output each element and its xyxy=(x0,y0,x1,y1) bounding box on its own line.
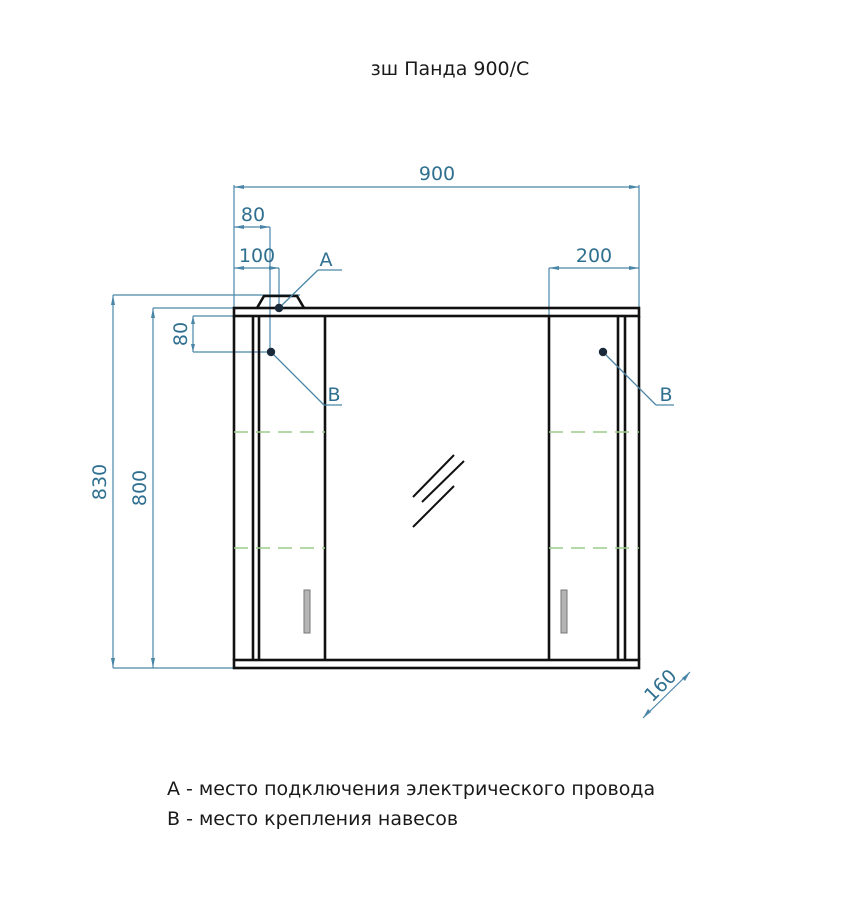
power-connector-housing xyxy=(255,294,306,309)
dim-height-800: 800 xyxy=(129,470,151,506)
dim-depth-160: 160 xyxy=(640,665,681,706)
marker-a-label: A xyxy=(320,249,333,271)
mount-point-dot-left xyxy=(266,347,276,357)
legend-item-b: B - место крепления навесов xyxy=(167,808,458,830)
marker-b-left-label: B xyxy=(327,384,340,406)
cabinet-outline xyxy=(232,294,641,670)
dim-offset-80: 80 xyxy=(241,204,265,226)
power-point-dot xyxy=(274,303,284,313)
legend-item-a: A - место подключения электрического про… xyxy=(167,778,655,800)
dim-offset-100: 100 xyxy=(239,245,275,267)
drawing-title: зш Панда 900/С xyxy=(371,58,530,80)
dim-overall-width: 900 xyxy=(419,163,455,185)
mount-point-dot-right xyxy=(598,347,608,357)
dim-height-830: 830 xyxy=(89,464,111,500)
left-door-handle xyxy=(303,589,311,634)
marker-b-right: B xyxy=(598,347,674,406)
right-door-handle xyxy=(560,589,568,634)
dim-right-200: 200 xyxy=(576,245,612,267)
marker-b-right-label: B xyxy=(659,384,672,406)
marker-b-left: B xyxy=(266,347,342,406)
marker-a: A xyxy=(274,249,342,313)
shelves-hidden xyxy=(234,431,639,549)
dim-vertical-80: 80 xyxy=(170,322,192,346)
legend: A - место подключения электрического про… xyxy=(167,778,655,830)
mirror-hatch-icon xyxy=(412,454,465,528)
